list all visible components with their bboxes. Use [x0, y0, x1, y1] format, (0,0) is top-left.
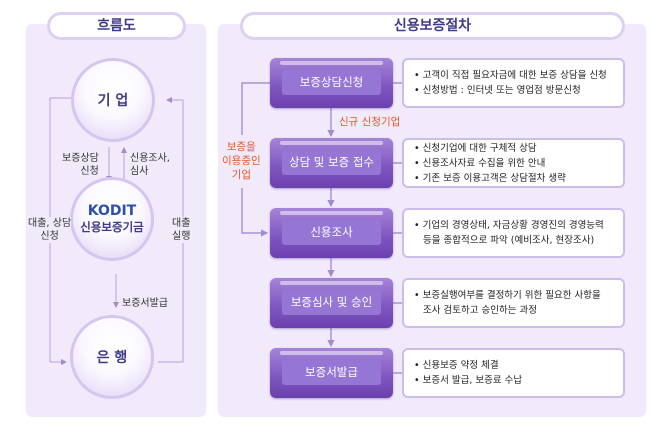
step-box: 보증상담신청 [270, 58, 393, 108]
step-label: 보증상담신청 [282, 70, 381, 95]
step-description-line: • 신청기업에 대한 구체적 상담 [414, 142, 537, 154]
node-company-label: 기 업 [97, 93, 129, 109]
step-box: 상담 및 보증 접수 [270, 138, 393, 188]
step-highlight [280, 281, 383, 285]
step-box: 보증심사 및 승인 [270, 278, 393, 328]
step-description: • 신청기업에 대한 구체적 상담 • 신용조사자료 수집을 위한 안내 • 기존 … [402, 138, 625, 188]
step-highlight [280, 61, 383, 65]
step-label: 상담 및 보증 접수 [282, 150, 381, 175]
label-credit-check: 신용조사,심사 [130, 153, 170, 177]
step-description-line: • 보증서 발급, 보증료 수납 [414, 375, 523, 386]
node-bank-label: 은 행 [96, 350, 128, 366]
step-description: • 기업의 경영상태, 자금상황 경영진의 경영능력 등을 종합적으로 파악 (… [402, 208, 625, 258]
step-description: • 고객이 직접 필요자금에 대한 보증 상담을 신청 • 신청방법 : 인터넷 … [402, 58, 625, 108]
step-highlight [280, 141, 383, 145]
step-description: • 보증실행여부를 결정하기 위한 필요한 사항을 조사 검토하고 승인하는 과… [402, 278, 625, 328]
step-description-line: 등을 종합적으로 파악 (예비조사, 현장조사) [414, 235, 595, 246]
node-kodit: KODIT 신용보증기금 [70, 177, 154, 261]
step-label: 신용조사 [282, 220, 381, 245]
step-box: 보증서발급 [270, 348, 393, 398]
step-highlight [280, 211, 383, 215]
node-company: 기 업 [71, 58, 155, 142]
kodit-logo: KODIT [87, 203, 137, 219]
step-description-line: • 기업의 경영상태, 자금상황 경영진의 경영능력 [414, 220, 604, 231]
step-description: • 신용보증 약정 체결 • 보증서 발급, 보증료 수납 [402, 348, 625, 398]
procedure-title: 신용보증절차 [240, 12, 625, 40]
node-kodit-label: 신용보증기금 [80, 220, 144, 234]
step-box: 신용조사 [270, 208, 393, 258]
step-description-line: • 신청방법 : 인터넷 또는 영업점 방문신청 [414, 85, 581, 96]
step-label: 보증심사 및 승인 [282, 290, 381, 315]
step-description-line: 조사 검토하고 승인하는 과정 [414, 305, 537, 316]
step-description-line: • 기존 보증 이용고객은 상담절차 생략 [414, 172, 566, 184]
node-bank: 은 행 [70, 315, 154, 399]
step-description-line: • 신용보증 약정 체결 [414, 360, 499, 371]
step-description-line: • 보증실행여부를 결정하기 위한 필요한 사항을 [414, 290, 601, 301]
flow-title: 흐름도 [47, 12, 186, 40]
label-issue: 보증서발급 [122, 298, 168, 309]
step-description-line: • 고객이 직접 필요자금에 대한 보증 상담을 신청 [414, 70, 607, 81]
step-description-line: • 신용조사자료 수집을 위한 안내 [414, 157, 546, 169]
step-label: 보증서발급 [282, 360, 381, 385]
label-new-company: 신규 신청기업 [339, 116, 401, 128]
step-highlight [280, 351, 383, 355]
